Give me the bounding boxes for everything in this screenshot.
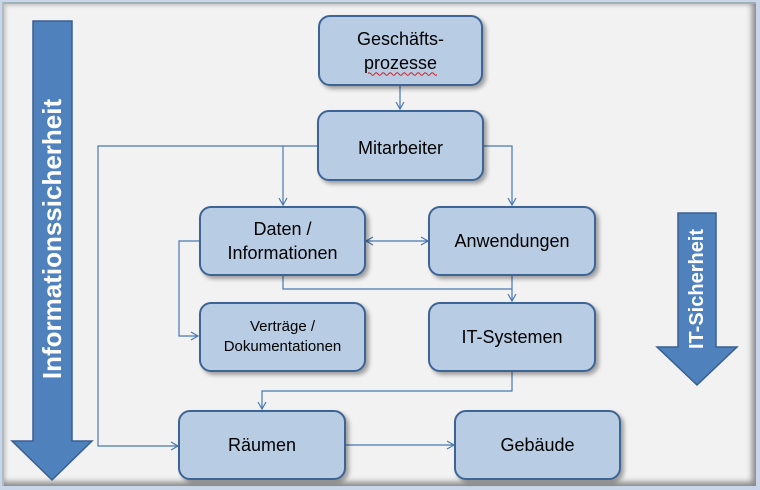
it-sicherheit-label: IT-Sicherheit [686, 228, 708, 349]
node-geschaeftsprozesse-line2: prozesse [363, 52, 438, 73]
informationssicherheit-label: Informationssicherheit [37, 98, 67, 380]
connector-mitarbeiter-raeume [97, 145, 283, 451]
node-daten-line2: Informationen [227, 243, 338, 263]
node-mitarbeiter-label: Mitarbeiter [357, 138, 444, 158]
node-gebaeude[interactable]: Gebäude [454, 410, 621, 480]
node-geschaeftsprozesse-line1: Geschäfts- [356, 28, 445, 49]
it-sicherheit-arrow [655, 212, 739, 387]
node-vertraege-line1: Verträge / [249, 318, 316, 335]
node-vertraege-dokumentationen[interactable]: Verträge / Dokumentationen [199, 302, 366, 372]
connector-daten-vertraege [178, 240, 200, 341]
node-daten-line1: Daten / [253, 219, 312, 239]
node-mitarbeiter[interactable]: Mitarbeiter [317, 110, 484, 181]
connector-daten-itsysteme [282, 276, 512, 290]
node-it-systeme-label: IT-Systemen [461, 327, 563, 347]
node-anwendungen[interactable]: Anwendungen [428, 206, 596, 276]
node-vertraege-line2: Dokumentationen [223, 338, 342, 355]
connector-mitarbeiter-daten [278, 145, 318, 207]
node-gebaeude-label: Gebäude [500, 435, 575, 455]
node-daten-informationen[interactable]: Daten / Informationen [199, 206, 366, 276]
connector-itsysteme-raeume [257, 372, 513, 411]
node-it-systeme[interactable]: IT-Systemen [428, 302, 596, 372]
node-anwendungen-label: Anwendungen [454, 231, 570, 251]
node-raeume[interactable]: Räumen [178, 410, 346, 480]
connector-mitarbeiter-anwendungen [483, 145, 517, 207]
node-geschaeftsprozesse[interactable]: Geschäfts- prozesse [318, 15, 483, 86]
informationssicherheit-arrow [10, 20, 94, 482]
node-raeume-label: Räumen [227, 435, 297, 455]
